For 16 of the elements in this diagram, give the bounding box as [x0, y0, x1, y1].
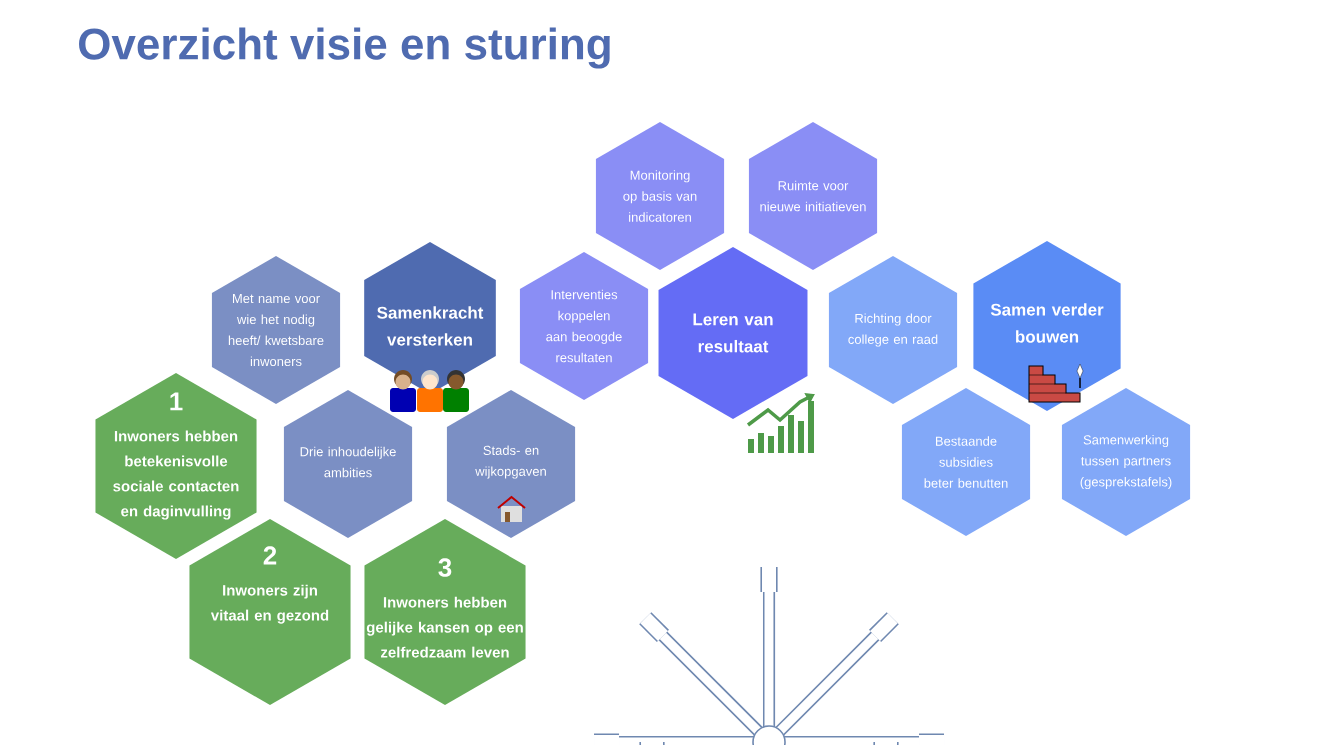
hexagon: Stads- en wijkopgaven: [446, 390, 576, 538]
hexagon: Met name voor wie het nodig heeft/ kwetsbare inwoners: [211, 256, 341, 404]
hexagon: Monitoring op basis van indicatoren: [595, 122, 725, 270]
hexagon: Bestaande subsidies beter benutten: [901, 388, 1031, 536]
ambition-hexagon: 3 Inwoners hebben gelijke kansen op een zelfredzaam leven: [364, 519, 526, 705]
hexagon: Richting door college en raad: [828, 256, 958, 404]
hexagon: Drie inhoudelijke ambities: [283, 390, 413, 538]
title: Overzicht visie en sturing: [79, 27, 610, 69]
ambition-hexagon: 1 Inwoners hebben betekenisvolle sociale contacten en daginvulling: [95, 373, 257, 559]
hexagon: Leren van resultaat: [658, 247, 808, 419]
hexagon: Samen verder bouwen: [973, 241, 1121, 411]
ambition-hexagon: 2 Inwoners zijn vitaal en gezond: [189, 519, 351, 705]
hexagon: Interventies koppelen aan beoogde resultaten: [519, 252, 649, 400]
hexagon: Samenkracht versterken: [364, 242, 496, 394]
hexagon: Samenwerking tussen partners (gesprekstafels): [1061, 388, 1191, 536]
hexagon: Ruimte voor nieuwe initiatieven: [748, 122, 878, 270]
